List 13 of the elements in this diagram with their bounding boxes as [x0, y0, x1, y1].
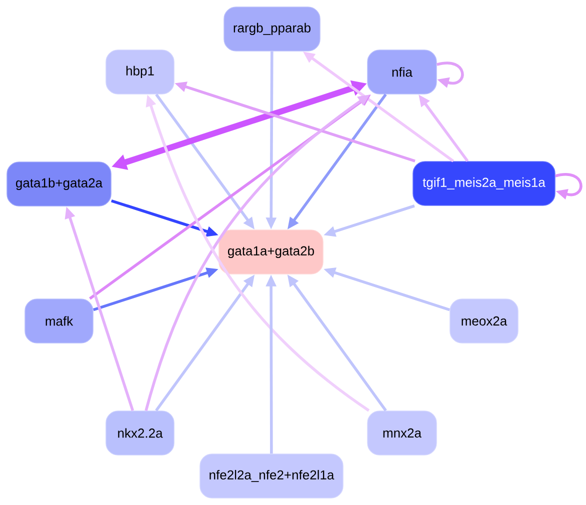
gene-box: nfe2l2a_nfe2+nfe2l1a: [200, 454, 344, 498]
gene-box: nkx2.2a: [106, 410, 174, 456]
gene-box: mnx2a: [367, 410, 437, 456]
gene-box: rargb_pparab: [224, 6, 320, 52]
self-loop-arrow: [555, 173, 582, 200]
gene-box: hbp1: [106, 50, 174, 94]
gene-box: nfia: [367, 50, 437, 94]
gene-box: gata1a+gata2b: [218, 230, 324, 274]
gene-box: meox2a: [450, 298, 518, 344]
gene-box: tgif1_meis2a_meis1a: [412, 161, 556, 206]
self-loop-arrow: [436, 62, 464, 88]
gene-box: mafk: [24, 298, 94, 344]
gene-box: gata1b+gata2a: [6, 162, 112, 206]
